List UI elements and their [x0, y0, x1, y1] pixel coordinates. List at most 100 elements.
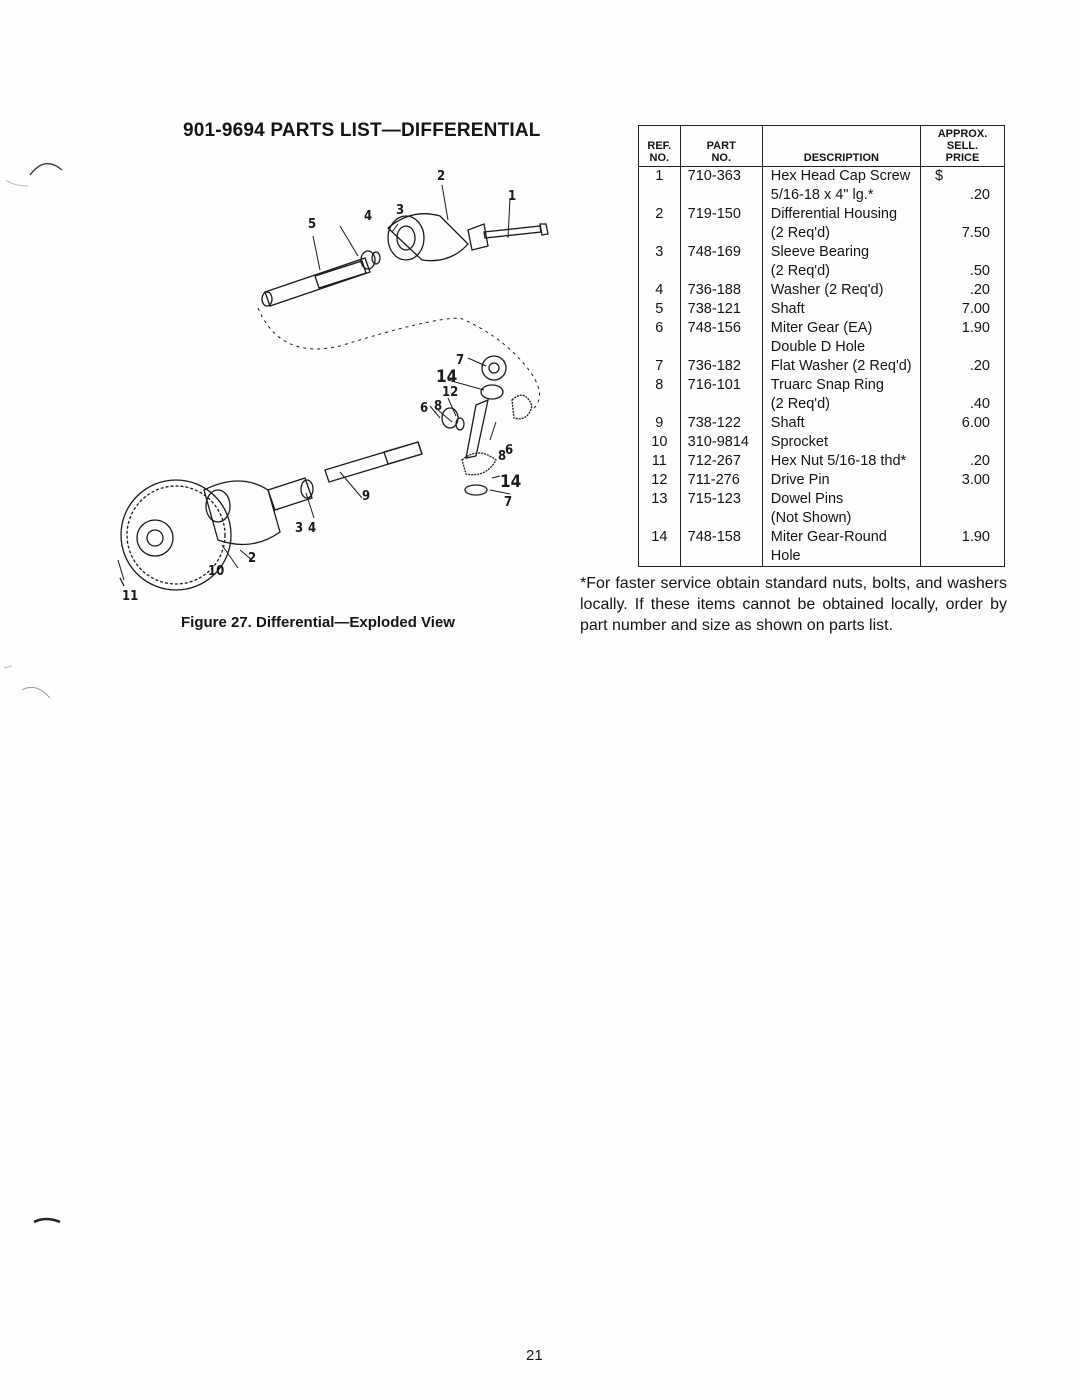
housing-bore-inner	[396, 225, 416, 251]
washer-lower	[300, 479, 314, 499]
part-no-cell	[679, 224, 763, 243]
ref-cell: 7	[638, 357, 681, 376]
hex-nut	[119, 577, 125, 587]
sleeve-bearing-upper	[314, 260, 367, 289]
part-no-cell	[679, 262, 763, 281]
miter-gear-upper	[511, 394, 533, 420]
differential-housing-lower	[203, 480, 281, 546]
header-part-no: PART NO.	[679, 125, 763, 167]
part-no-cell: 310-9814	[679, 433, 763, 452]
ref-cell	[638, 395, 681, 414]
price-cell	[919, 243, 1006, 262]
ref-cell	[638, 224, 681, 243]
part-no-cell	[679, 186, 763, 205]
callout-4-lower: 4	[308, 521, 316, 536]
price-cell: 1.90	[919, 528, 1006, 567]
price-cell: 6.00	[919, 414, 1006, 433]
part-no-cell: 748-158	[679, 528, 763, 567]
part-no-cell: 748-156	[679, 319, 763, 338]
ref-cell: 10	[638, 433, 681, 452]
callout-12: 12	[442, 385, 458, 400]
price-cell	[919, 490, 1006, 509]
part-no-cell: 738-122	[679, 414, 763, 433]
callout-4-upper: 4	[364, 209, 372, 224]
ref-cell	[638, 338, 681, 357]
page-title: 901-9694 PARTS LIST—DIFFERENTIAL	[183, 120, 541, 141]
description-cell: Miter Gear (EA)	[761, 319, 921, 338]
part-no-cell: 716-101	[679, 376, 763, 395]
description-cell: Drive Pin	[761, 471, 921, 490]
part-no-cell: 710-363	[679, 166, 763, 186]
parts-list-table: REF. NO. PART NO. DESCRIPTION APPROX. SE…	[638, 125, 1006, 567]
ref-cell	[638, 509, 681, 528]
part-no-cell: 715-123	[679, 490, 763, 509]
ref-cell: 2	[638, 205, 681, 224]
drive-pin	[465, 398, 489, 459]
ref-cell: 8	[638, 376, 681, 395]
callout-8-upper: 8	[434, 399, 442, 414]
part-no-cell: 748-169	[679, 243, 763, 262]
differential-housing-upper	[387, 213, 469, 262]
ref-cell: 14	[638, 528, 681, 567]
part-no-cell: 711-276	[679, 471, 763, 490]
scan-mark-mid-left	[3, 665, 51, 699]
cap-screw-head	[539, 223, 549, 236]
washer-upper	[360, 250, 376, 270]
price-cell: 7.00	[919, 300, 1006, 319]
description-cell: Flat Washer (2 Req'd)	[761, 357, 921, 376]
miter-gear-lower	[461, 452, 497, 476]
ref-cell: 4	[638, 281, 681, 300]
price-cell: $	[919, 166, 1006, 186]
ref-cell: 5	[638, 300, 681, 319]
ref-cell: 13	[638, 490, 681, 509]
ref-cell: 11	[638, 452, 681, 471]
description-cell: (2 Req'd)	[761, 224, 921, 243]
part-no-cell: 736-182	[679, 357, 763, 376]
callout-14-upper: 14	[436, 367, 457, 387]
price-cell	[919, 509, 1006, 528]
part-no-cell: 736-188	[679, 281, 763, 300]
price-cell: .20	[919, 186, 1006, 205]
ref-cell	[638, 262, 681, 281]
price-cell: 7.50	[919, 224, 1006, 243]
callout-7-lower: 7	[504, 495, 512, 510]
price-cell	[919, 376, 1006, 395]
housing-bore	[387, 215, 425, 261]
description-cell: Washer (2 Req'd)	[761, 281, 921, 300]
price-cell: .40	[919, 395, 1006, 414]
description-cell: Dowel Pins	[761, 490, 921, 509]
ref-cell	[638, 186, 681, 205]
page-number: 21	[526, 1347, 543, 1364]
callout-1: 1	[508, 189, 516, 204]
description-cell: 5/16-18 x 4" lg.*	[761, 186, 921, 205]
ref-cell: 1	[638, 166, 681, 186]
description-cell: Sprocket	[761, 433, 921, 452]
price-cell: .20	[919, 452, 1006, 471]
figure-caption: Figure 27. Differential—Exploded View	[181, 614, 455, 631]
table-row: (2 Req'd).50	[638, 262, 1006, 281]
description-cell: Hex Head Cap Screw	[761, 166, 921, 186]
callout-7-upper: 7	[456, 353, 464, 368]
description-cell: Double D Hole	[761, 338, 921, 357]
footnote: *For faster service obtain standard nuts…	[580, 575, 1007, 634]
table-row: 5/16-18 x 4" lg.*.20	[638, 186, 1006, 205]
upper-shaft-end	[261, 291, 273, 307]
price-cell: .20	[919, 281, 1006, 300]
table-row: (2 Req'd)7.50	[638, 224, 1006, 243]
description-cell: (2 Req'd)	[761, 395, 921, 414]
description-cell: (2 Req'd)	[761, 262, 921, 281]
